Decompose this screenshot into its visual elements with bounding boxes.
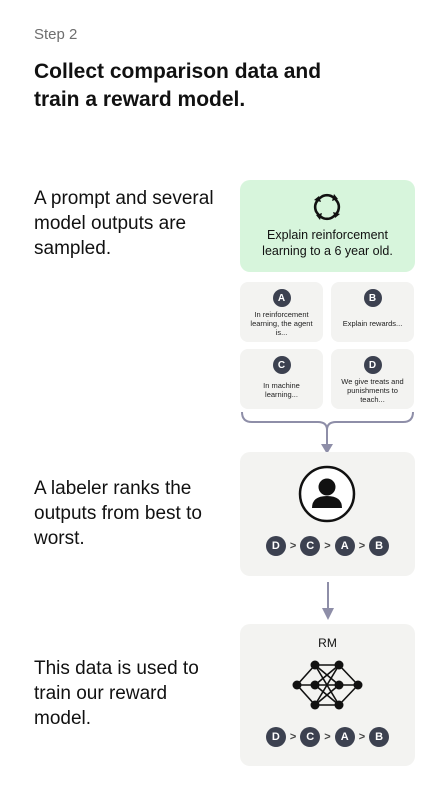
rank-separator: > — [289, 731, 297, 743]
rank-badge: D — [265, 727, 286, 747]
bracket-arrow — [241, 411, 414, 454]
output-badge-a: A — [272, 289, 291, 307]
prompt-card: Explain reinforcement learning to a 6 ye… — [240, 180, 415, 272]
output-badge-c: C — [272, 356, 291, 374]
output-badge-b: B — [363, 289, 382, 307]
neural-network-icon — [292, 660, 363, 710]
training-description: This data is used to train our reward mo… — [34, 658, 199, 729]
rank-separator: > — [324, 540, 331, 552]
sampling-description: A prompt and several model outputs are s… — [34, 188, 214, 259]
rank-badge: B — [369, 536, 390, 556]
page-title: Collect comparison data and train a rewa… — [34, 60, 322, 111]
ranking-row: D > C > A > B — [240, 536, 415, 556]
ranking-row: D > C > A > B — [240, 727, 415, 747]
output-text-b: Explain rewards... — [342, 318, 403, 328]
rank-badge: C — [300, 536, 321, 556]
refresh-cycle-icon — [313, 193, 341, 221]
reward-model-card: RM D > C > A > B — [240, 624, 415, 766]
rank-separator: > — [358, 540, 366, 552]
output-card-c: C In machine learning... — [240, 349, 323, 409]
ranking-description: A labeler ranks the outputs from best to… — [34, 478, 202, 549]
rank-badge: D — [265, 536, 286, 556]
output-card-d: D We give treats and punishments to teac… — [331, 349, 414, 409]
output-text-c: In machine learning... — [263, 381, 300, 399]
rank-badge: A — [334, 727, 355, 747]
step-label: Step 2 — [34, 26, 78, 43]
output-badge-d: D — [363, 356, 382, 374]
output-text-a: In reinforcement learning, the agent is.… — [250, 309, 313, 337]
reward-model-label: RM — [318, 636, 337, 650]
labeler-card: D > C > A > B — [240, 452, 415, 576]
prompt-text: Explain reinforcement learning to a 6 ye… — [262, 228, 393, 258]
rank-badge: B — [369, 727, 390, 747]
person-icon — [298, 465, 356, 523]
output-text-d: We give treats and punishments to teach.… — [341, 376, 404, 404]
output-card-a: A In reinforcement learning, the agent i… — [240, 282, 323, 342]
rank-separator: > — [289, 540, 297, 552]
output-card-b: B Explain rewards... — [331, 282, 414, 342]
rank-separator: > — [324, 731, 331, 743]
rank-badge: C — [300, 727, 321, 747]
rank-badge: A — [334, 536, 355, 556]
rank-separator: > — [358, 731, 366, 743]
down-arrow — [322, 582, 334, 620]
